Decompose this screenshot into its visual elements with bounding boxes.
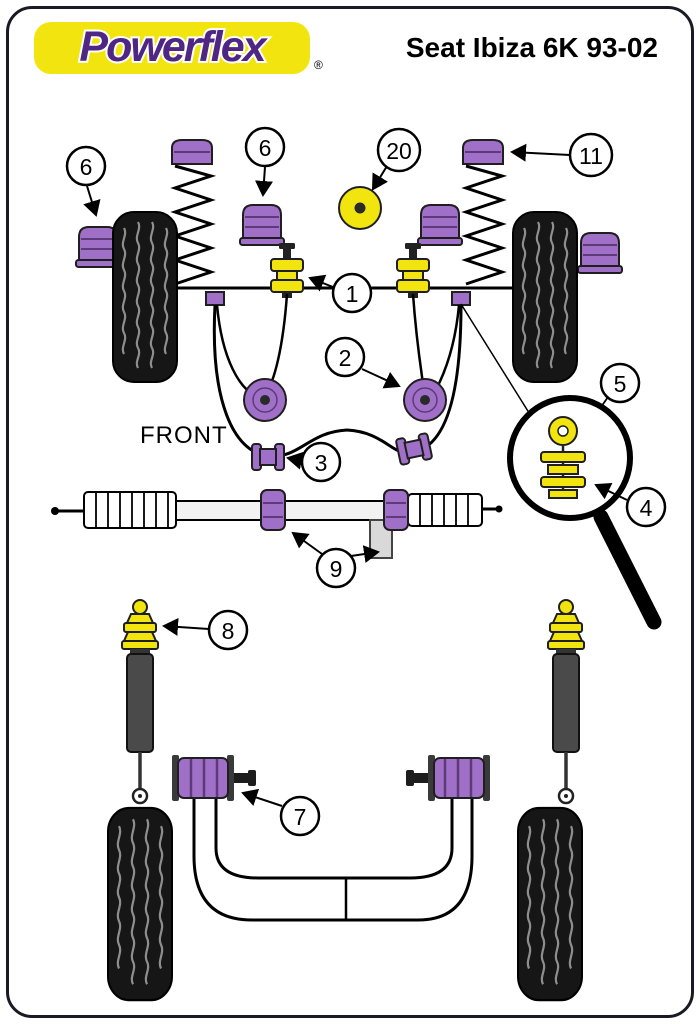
bump-stop-mid-right (417, 204, 463, 246)
callout-4: 4 (625, 486, 667, 528)
svg-text:5: 5 (614, 371, 627, 397)
wishbone-front-bush-left (270, 242, 304, 299)
strut-top-mount-left (171, 139, 213, 165)
svg-text:4: 4 (640, 495, 653, 521)
callout-8: 8 (207, 609, 249, 651)
steering-column-bush (338, 186, 382, 230)
magnified-bush-detail (540, 416, 586, 499)
rack-mount-bush-right (383, 489, 409, 531)
bracket-bush-left (205, 291, 225, 306)
anti-roll-bar-bush-left (251, 443, 285, 471)
callout-5: 5 (599, 362, 641, 404)
svg-text:3: 3 (315, 450, 328, 476)
rear-tire-left (106, 806, 174, 1002)
svg-text:8: 8 (222, 618, 235, 644)
svg-text:9: 9 (330, 556, 343, 582)
svg-text:2: 2 (339, 345, 352, 371)
bump-stop-far-right (577, 232, 623, 274)
callout-6-left: 6 (65, 145, 107, 187)
bump-stop-mid-left (239, 204, 285, 246)
steering-rack (51, 489, 503, 559)
callout-2: 2 (324, 336, 366, 378)
powerflex-logo: Powerflex (34, 21, 314, 81)
svg-text:11: 11 (579, 143, 603, 169)
svg-text:6: 6 (259, 135, 272, 161)
front-tire-right (511, 210, 579, 384)
callout-arrows (83, 143, 628, 807)
wishbone-rear-bush-left (243, 378, 287, 422)
anti-roll-bar (212, 304, 463, 458)
logo-background (34, 22, 310, 74)
rack-bellows-left (83, 491, 177, 529)
callout-20: 20 (376, 127, 422, 173)
logo-text: Powerflex (79, 23, 268, 71)
coil-spring-left (173, 164, 213, 286)
strut-top-mount-right (462, 139, 504, 165)
callout-1: 1 (331, 272, 373, 314)
page-title: Seat Ibiza 6K 93-02 (405, 32, 658, 63)
rear-shock-right (546, 598, 586, 805)
callout-9: 9 (315, 547, 357, 589)
bracket-bush-right (451, 291, 471, 306)
anti-roll-bar-bush-right (394, 431, 434, 467)
rear-tire-right (516, 806, 584, 1002)
svg-text:6: 6 (80, 154, 93, 180)
wishbone-front-bush-right (396, 242, 430, 299)
rack-mount-bush-left (260, 489, 286, 531)
rear-shock-left (120, 598, 160, 805)
rear-beam-bush-right (404, 753, 492, 803)
callout-7: 7 (279, 795, 321, 837)
magnifier-handle (593, 509, 662, 630)
svg-text:1: 1 (346, 281, 359, 307)
wishbone-rear-bush-right (403, 378, 447, 422)
svg-text:7: 7 (294, 804, 307, 830)
callout-3: 3 (300, 441, 342, 483)
rack-tube (175, 500, 409, 521)
svg-text:20: 20 (386, 138, 412, 164)
magnifier-source-line (460, 303, 537, 425)
coil-spring-right (464, 164, 504, 286)
callout-11: 11 (568, 132, 614, 178)
registered-trademark: ® (314, 58, 323, 72)
front-label: FRONT (140, 422, 228, 449)
front-tire-left (111, 210, 179, 384)
callout-6-mid: 6 (244, 126, 286, 168)
rear-axle-beam (192, 798, 474, 922)
powerflex-logo-svg: Powerflex (34, 21, 310, 74)
